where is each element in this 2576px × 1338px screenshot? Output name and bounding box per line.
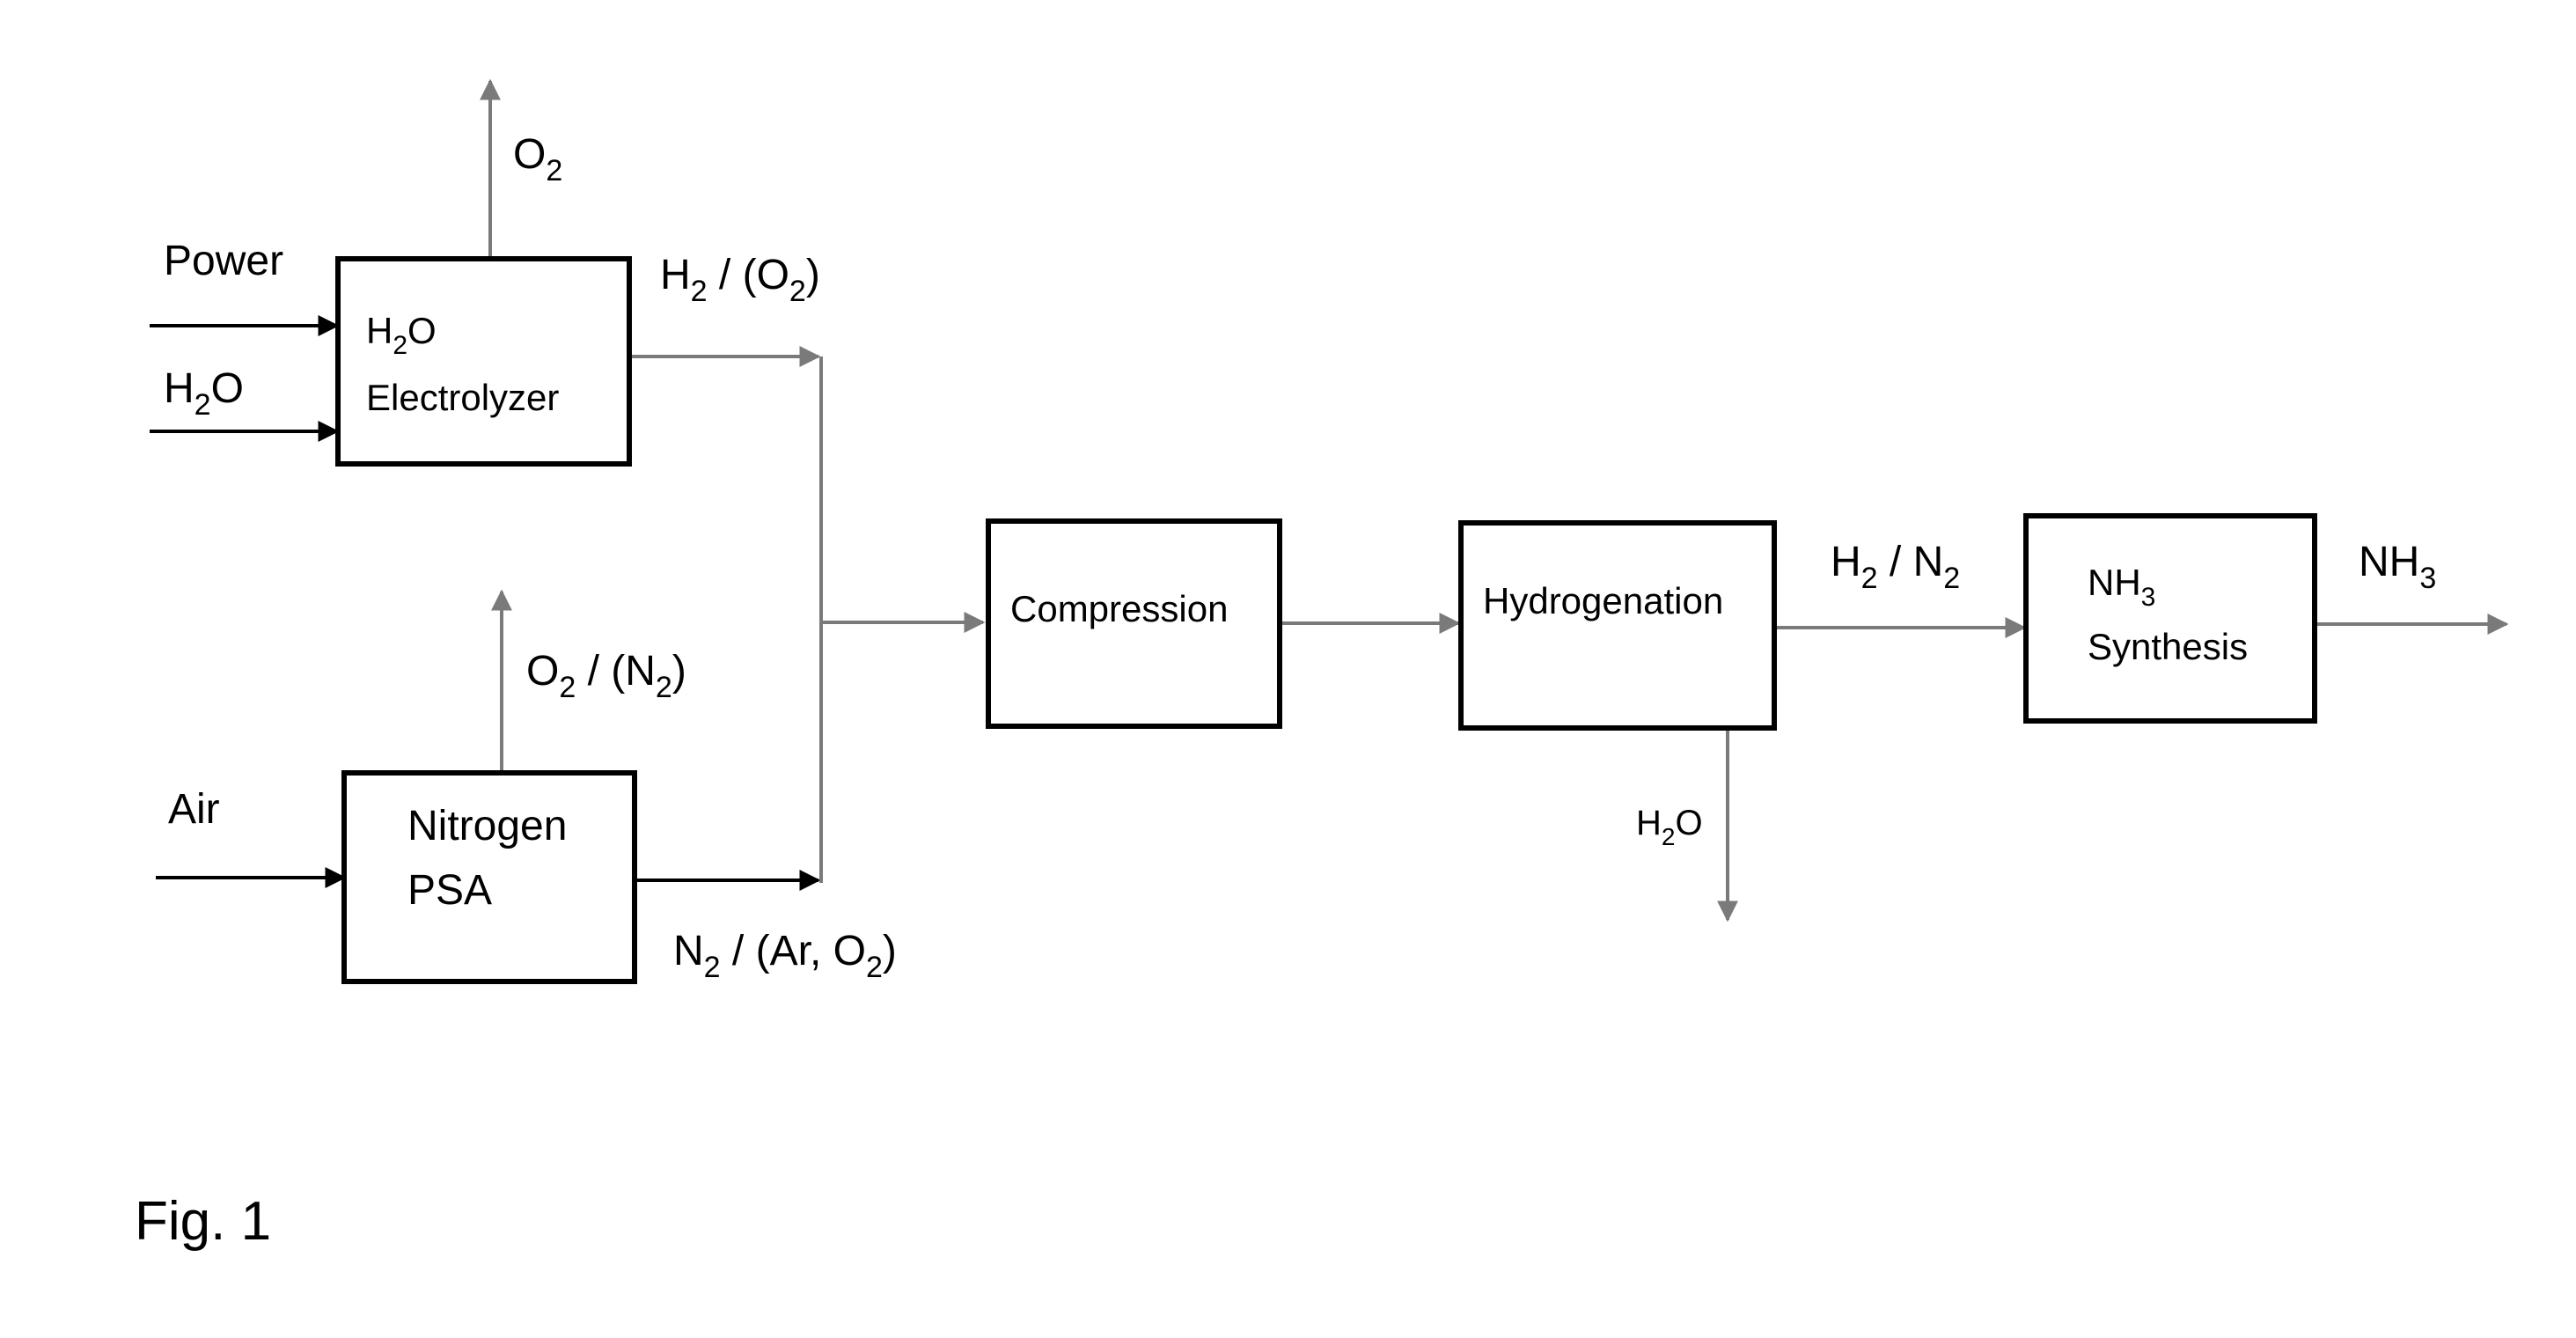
nitrogen-psa-line1: Nitrogen: [407, 803, 567, 849]
figure-caption: Fig. 1: [135, 1191, 271, 1252]
hydrogenation-block: Hydrogenation: [1458, 520, 1777, 731]
oxygen-out-label: O2: [513, 131, 562, 187]
electrolyzer-label: Electrolyzer: [366, 377, 559, 418]
h2-n2-label: H2 / N2: [1831, 539, 1960, 595]
h2-o2-label: H2 / (O2): [660, 252, 820, 308]
nh3-synthesis-line1: NH3: [2088, 562, 2155, 612]
air-label: Air: [168, 786, 220, 833]
power-label: Power: [164, 238, 283, 284]
water-inlet-label: H2O: [164, 365, 244, 422]
electrolyzer-line1: H2O: [366, 310, 437, 360]
compression-label: Compression: [1010, 588, 1228, 629]
compression-block: Compression: [986, 518, 1282, 729]
electrolyzer-block: H2O Electrolyzer: [335, 256, 632, 467]
nitrogen-psa-block: Nitrogen PSA: [341, 770, 637, 984]
o2-n2-label: O2 / (N2): [526, 648, 686, 704]
nh3-out-label: NH3: [2359, 539, 2436, 595]
water-out-label: H2O: [1636, 804, 1703, 850]
nh3-synthesis-block: NH3 Synthesis: [2023, 513, 2317, 724]
nh3-synthesis-line2: Synthesis: [2088, 626, 2248, 667]
nitrogen-psa-line2: PSA: [407, 867, 492, 914]
n2-ar-o2-label: N2 / (Ar, O2): [673, 928, 897, 984]
hydrogenation-label: Hydrogenation: [1483, 580, 1723, 621]
